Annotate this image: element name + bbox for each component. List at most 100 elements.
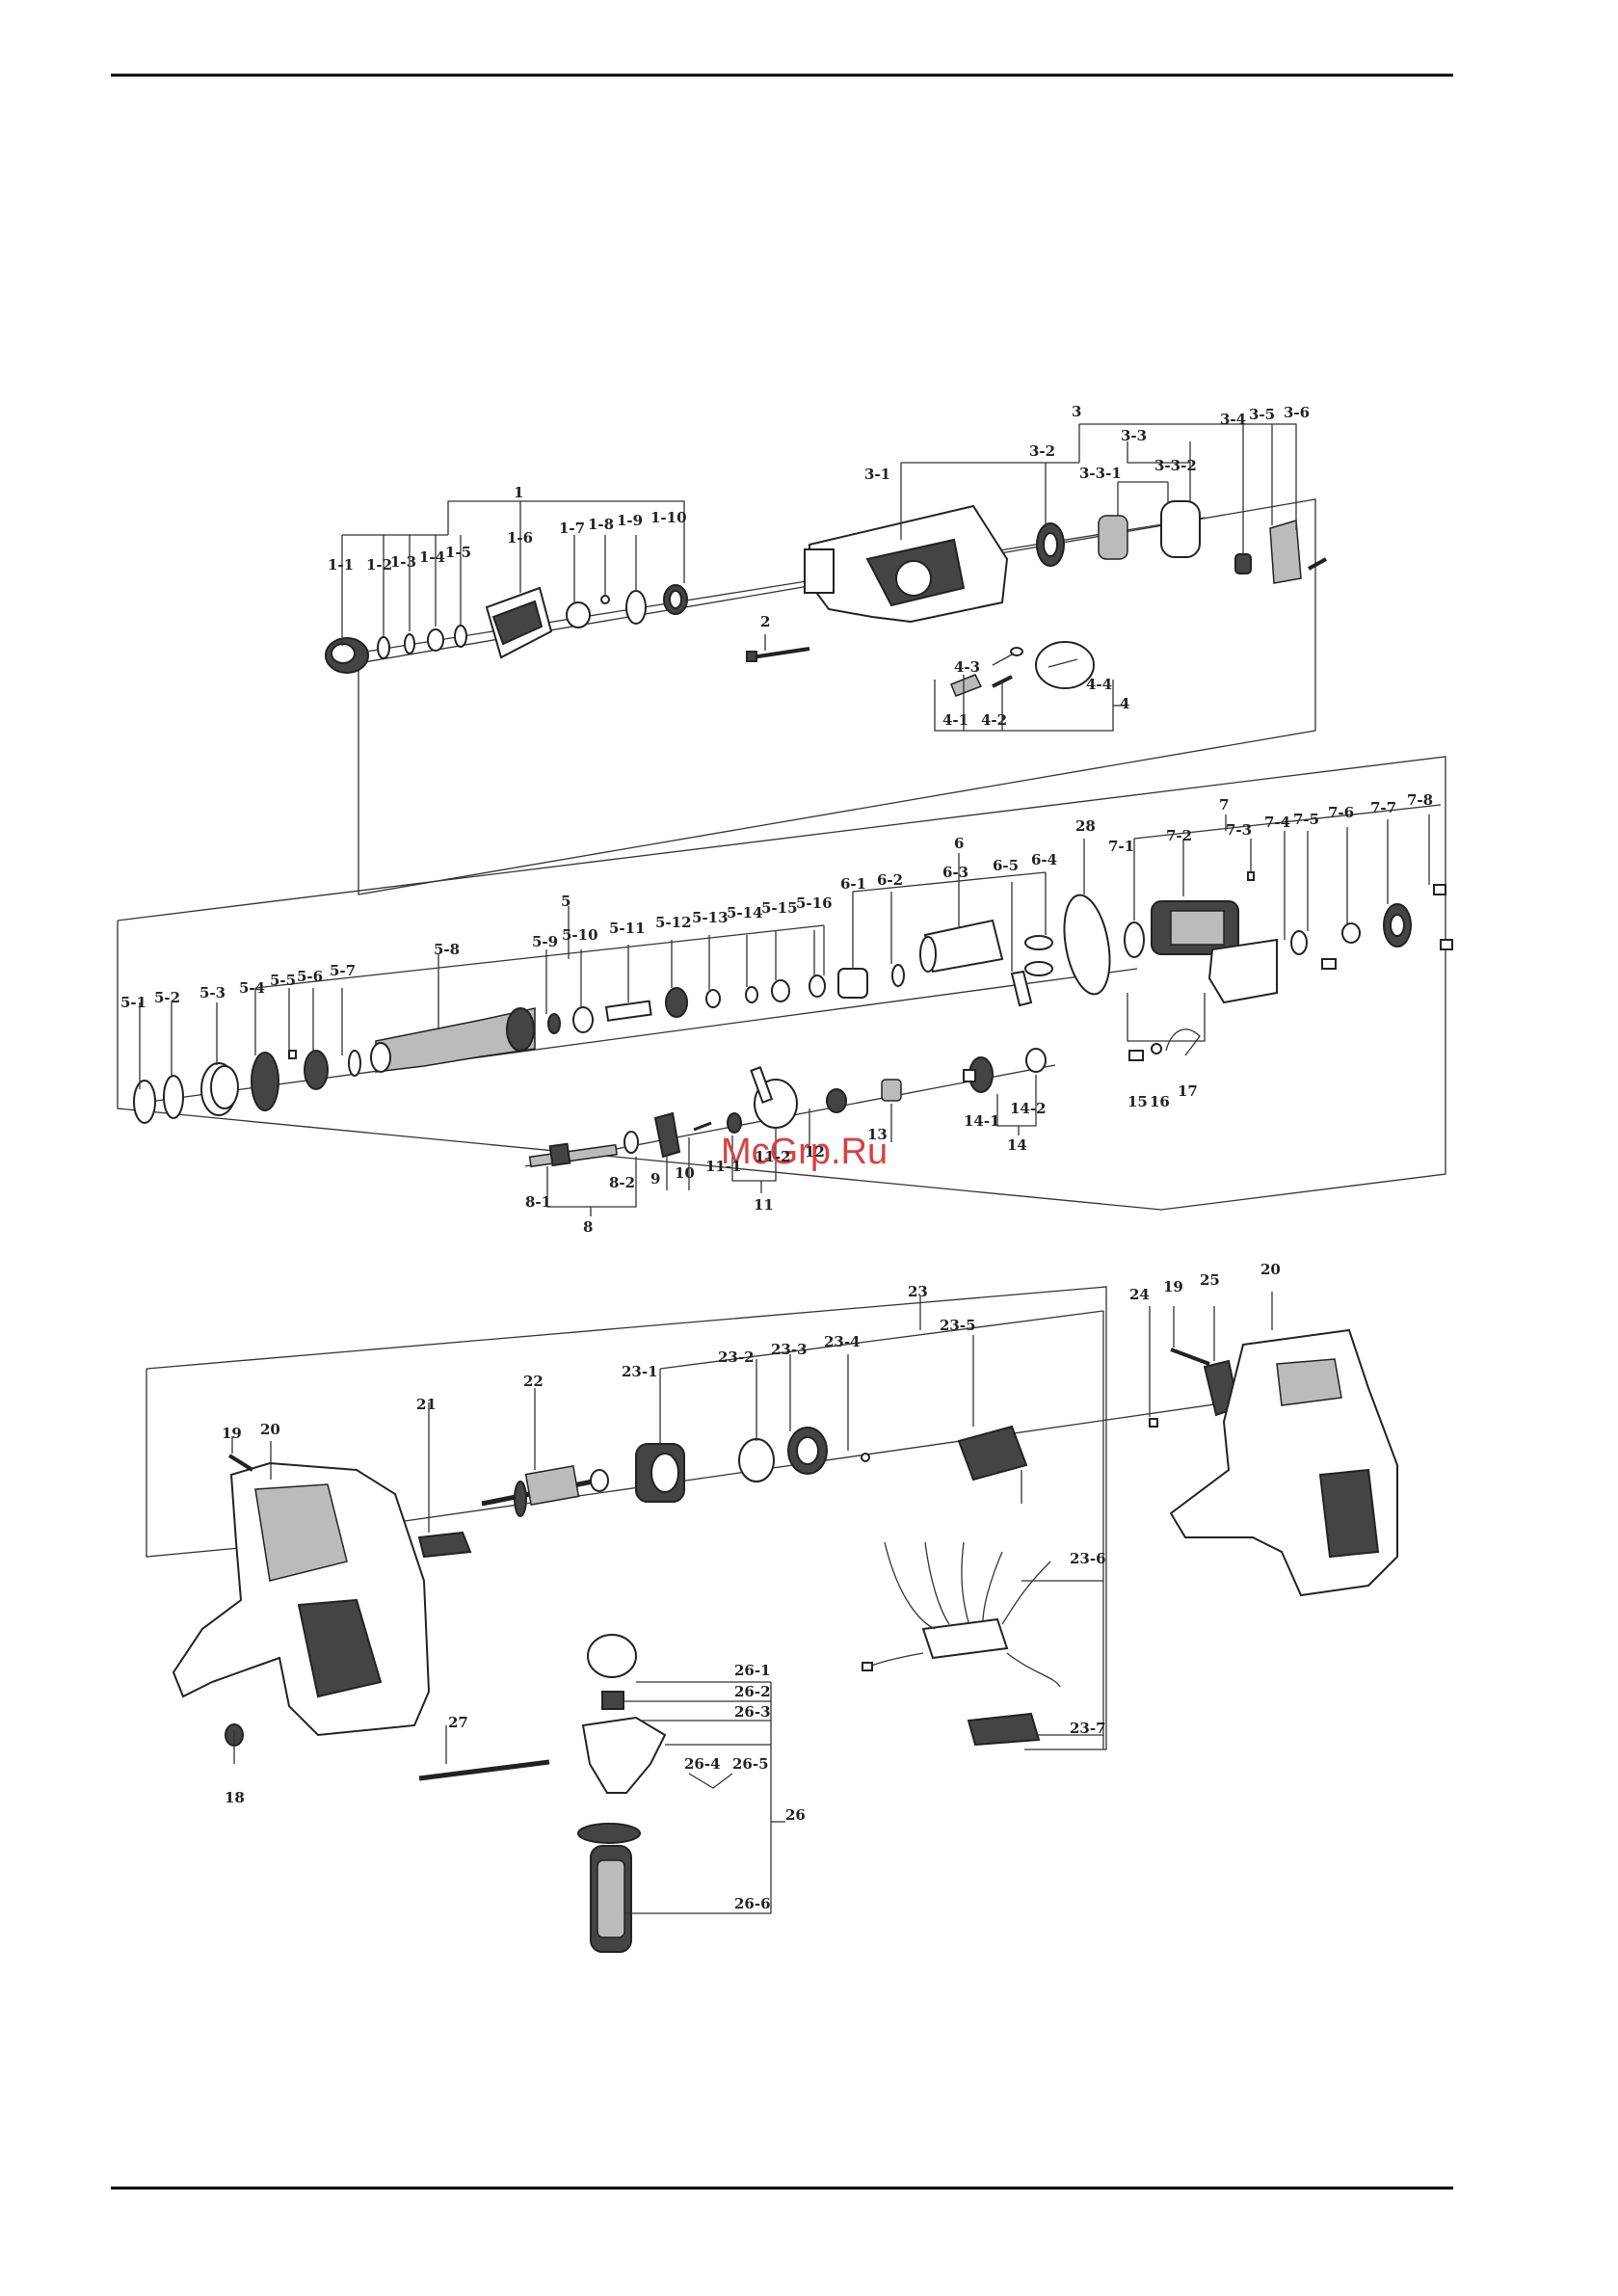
part-17-clamp: [1165, 1028, 1201, 1056]
part-5-11-striker: [604, 1000, 652, 1022]
label-10: 10: [675, 1164, 695, 1182]
label-4-4: 4-4: [1086, 676, 1112, 693]
label-7-3: 7-3: [1226, 821, 1252, 839]
part-1-1-dust-cap: [325, 637, 369, 674]
label-14: 14: [1007, 1136, 1027, 1154]
label-21: 21: [416, 1396, 437, 1413]
label-23: 23: [908, 1283, 928, 1300]
label-26-5: 26-5: [732, 1755, 769, 1773]
part-5-9-ring: [547, 1013, 561, 1034]
part-15-screw: [1128, 1050, 1144, 1061]
label-6-4: 6-4: [1031, 851, 1057, 868]
part-7-4-cover: [1207, 938, 1278, 1004]
part-5-14-oring: [745, 986, 758, 1003]
label-7-5: 7-5: [1293, 811, 1319, 828]
label-6-2: 6-2: [877, 871, 903, 889]
label-3-3: 3-3: [1121, 427, 1147, 444]
part-5-13-oring: [705, 989, 721, 1008]
part-27-depth-rod: [418, 1759, 550, 1781]
part-11-2-wobble-bearing: [750, 1066, 798, 1129]
part-23-6-controller-board: [862, 1541, 1061, 1688]
part-3-1-gear-housing: [804, 504, 1009, 624]
part-5-8-spindle: [370, 1007, 536, 1073]
label-5-11: 5-11: [609, 920, 646, 937]
label-6-1: 6-1: [840, 875, 866, 893]
part-10-spring: [693, 1121, 712, 1132]
part-7-5-ring: [1290, 930, 1308, 955]
label-1: 1: [514, 484, 523, 501]
part-7-3-pin: [1247, 871, 1255, 881]
part-6-4-oring: [1024, 935, 1053, 976]
label-1-4: 1-4: [419, 548, 445, 566]
label-7: 7: [1219, 796, 1229, 814]
label-19-right: 19: [1163, 1278, 1183, 1295]
part-28-oring: [1063, 894, 1111, 996]
label-13: 13: [867, 1126, 888, 1143]
label-9: 9: [650, 1170, 660, 1188]
label-3-6: 3-6: [1284, 404, 1310, 421]
label-5-9: 5-9: [532, 933, 558, 950]
label-26: 26: [785, 1806, 806, 1824]
label-7-4: 7-4: [1264, 814, 1290, 831]
part-7-6-washer: [1321, 922, 1361, 970]
part-1-5-ring: [454, 625, 467, 648]
label-25: 25: [1200, 1271, 1220, 1289]
part-6-5-connecting-rod: [1010, 970, 1033, 1007]
part-5-4-gear: [251, 1052, 279, 1111]
part-19-screw-right: [1170, 1348, 1210, 1366]
part-5-12-ring: [665, 987, 688, 1018]
label-4: 4: [1120, 695, 1129, 712]
label-5: 5: [561, 893, 570, 910]
watermark: McGrp.Ru: [721, 1132, 888, 1172]
label-3-5: 3-5: [1249, 406, 1275, 423]
label-18: 18: [225, 1789, 245, 1806]
label-5-6: 5-6: [297, 968, 323, 985]
label-5-5: 5-5: [270, 972, 296, 989]
label-5-3: 5-3: [199, 984, 225, 1001]
part-23-2-sensor-board: [738, 1438, 775, 1482]
part-23-4-pin: [861, 1453, 870, 1462]
label-3: 3: [1072, 403, 1081, 420]
label-23-7: 23-7: [1070, 1720, 1106, 1737]
part-14-2-washer: [1025, 1048, 1047, 1073]
label-3-3-1: 3-3-1: [1079, 465, 1122, 482]
label-4-1: 4-1: [942, 711, 968, 729]
label-11-1: 11-1: [705, 1158, 742, 1175]
label-7-2: 7-2: [1166, 827, 1192, 844]
frame-section-3: [146, 1286, 1107, 1750]
part-14-1-intermediate-gear: [963, 1056, 994, 1093]
label-7-6: 7-6: [1328, 804, 1354, 821]
label-19-left: 19: [222, 1425, 242, 1442]
label-6: 6: [954, 835, 964, 852]
label-1-9: 1-9: [617, 512, 643, 529]
label-23-1: 23-1: [622, 1363, 658, 1380]
label-5-16: 5-16: [796, 894, 833, 912]
part-1-7-washer: [566, 601, 591, 628]
part-5-15-bushing: [771, 979, 790, 1002]
label-23-3: 23-3: [771, 1341, 808, 1358]
section-spindle-gearbox: [117, 756, 1453, 1216]
label-5-10: 5-10: [562, 926, 598, 944]
label-11-2: 11-2: [755, 1148, 791, 1165]
label-7-7: 7-7: [1370, 799, 1396, 816]
part-1-9-spring: [625, 590, 647, 625]
part-19-screw-left: [227, 1454, 254, 1472]
part-5-1-circlip: [133, 1080, 156, 1124]
part-1-3-ring: [404, 633, 415, 654]
label-8-2: 8-2: [609, 1174, 635, 1191]
part-1-6-chuck-sleeve: [485, 586, 553, 659]
label-5-15: 5-15: [761, 899, 798, 917]
label-26-6: 26-6: [734, 1895, 771, 1912]
label-3-3-2: 3-3-2: [1154, 457, 1197, 474]
label-26-1: 26-1: [734, 1662, 771, 1679]
part-7-8-screw: [1433, 884, 1453, 950]
part-5-2-washer: [163, 1075, 184, 1119]
part-3-2-bearing: [1036, 522, 1065, 567]
label-7-8: 7-8: [1407, 791, 1433, 809]
label-26-3: 26-3: [734, 1703, 771, 1721]
part-3-6-screw: [1308, 557, 1327, 571]
part-6-1-piston: [837, 968, 868, 999]
part-5-3-spring: [200, 1062, 239, 1116]
part-3-3-1-needle-bearing: [1098, 515, 1128, 560]
part-7-1-ring: [1124, 921, 1145, 958]
